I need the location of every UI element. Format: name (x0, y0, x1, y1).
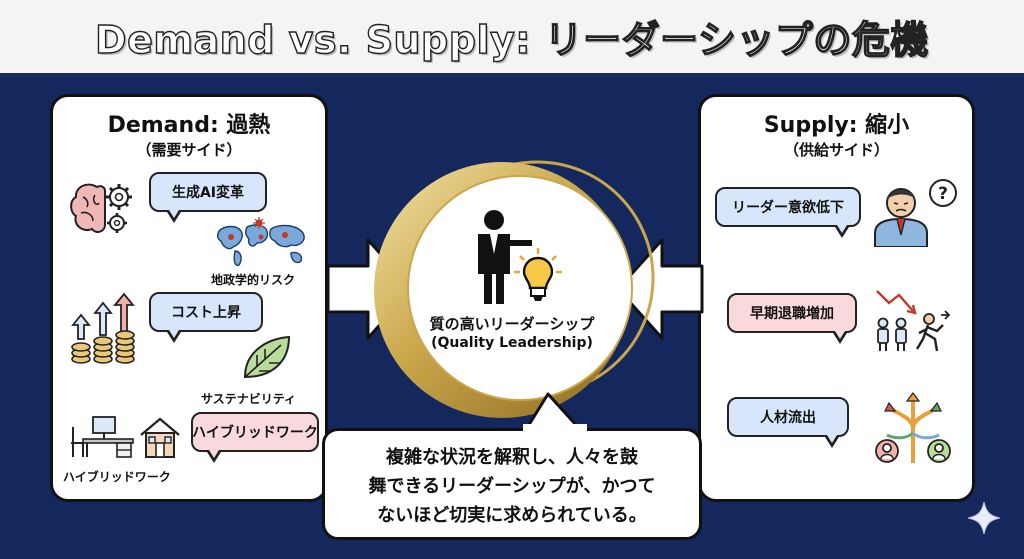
demand-subheading: （需要サイド） (136, 141, 242, 159)
leaf-icon (243, 335, 291, 379)
center-label: 質の高いリーダーシップ (429, 315, 595, 333)
declining-exit-icon (876, 290, 951, 352)
brain-gears-icon (70, 183, 132, 233)
sparkle-icon (967, 501, 1001, 535)
presenter-icon (478, 210, 532, 304)
supply-arrow (616, 238, 704, 340)
supply-panel: Supply: 縮小 （供給サイド） リーダー意欲低下 ? 早期退職増加 (698, 94, 975, 502)
svg-text:?: ? (938, 184, 948, 204)
demand-bubble-ai-label: 生成AI変革 (171, 185, 245, 201)
confused-leader-icon: ? (874, 179, 957, 247)
callout-pointer-join (523, 424, 587, 434)
demand-panel: Demand: 過熱 （需要サイド） 生成AI変革 地政学的リスク (50, 94, 328, 502)
demand-bubble-ai: 生成AI変革 (149, 172, 267, 223)
lightbulb-icon (514, 248, 562, 301)
demand-bubble-cost: コスト上昇 (149, 292, 263, 343)
supply-subheading: （供給サイド） (783, 141, 889, 159)
demand-caption-geopolitics: 地政学的リスク (211, 273, 296, 287)
house-icon (140, 417, 180, 458)
supply-bubble-motivation: リーダー意欲低下 (715, 187, 861, 238)
callout-box: 複雑な状況を解釈し、人々を鼓 舞できるリーダーシップが、かつて ないほど切実に求… (322, 428, 702, 540)
supply-bubble-early-retirement-label: 早期退職増加 (750, 306, 834, 322)
supply-bubble-early-retirement: 早期退職増加 (727, 293, 857, 344)
demand-caption-hybrid: ハイブリッドワーク (63, 470, 171, 484)
demand-bubble-hybrid: ハイブリッドワーク (191, 412, 319, 463)
demand-heading: Demand: 過熱 (107, 113, 271, 138)
title-bar: Demand vs. Supply: リーダーシップの危機 (0, 0, 1024, 73)
demand-caption-sustainability: サステナビリティ (201, 392, 297, 406)
page-title: Demand vs. Supply: リーダーシップの危機 (94, 17, 929, 62)
supply-bubble-motivation-label: リーダー意欲低下 (732, 200, 844, 216)
demand-bubble-cost-label: コスト上昇 (171, 305, 241, 321)
world-map-icon (216, 217, 305, 267)
office-desk-icon (71, 416, 134, 458)
supply-bubble-talent-drain-label: 人材流出 (760, 410, 816, 426)
callout-text: 複雑な状況を解釈し、人々を鼓 舞できるリーダーシップが、かつて ないほど切実に求… (368, 447, 656, 526)
demand-bubble-hybrid-label: ハイブリッドワーク (192, 425, 318, 441)
rising-coins-icon (71, 292, 135, 364)
center-sublabel: (Quality Leadership) (431, 335, 593, 351)
supply-heading: Supply: 縮小 (763, 113, 910, 138)
supply-bubble-talent-drain: 人材流出 (727, 397, 849, 448)
diverging-arrows-people-icon (875, 392, 951, 463)
